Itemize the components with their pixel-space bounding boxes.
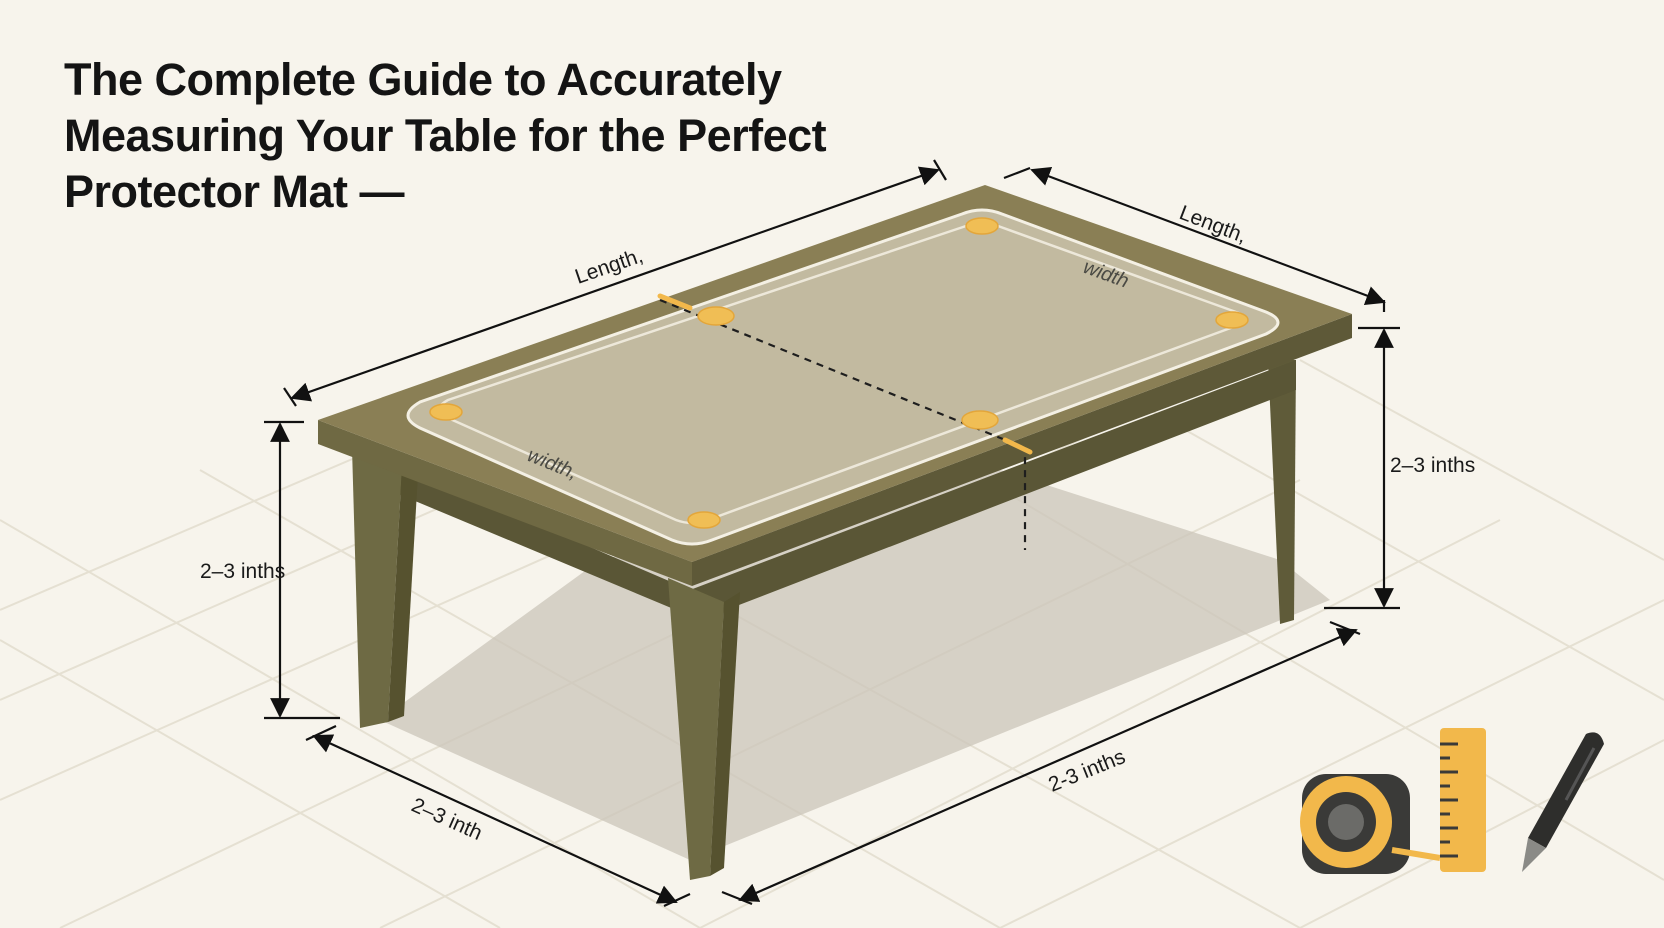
label-length-front: Length, bbox=[572, 244, 646, 289]
marker-top bbox=[965, 217, 999, 235]
floor-left-tick-start bbox=[305, 725, 337, 741]
length-tick-end bbox=[933, 159, 947, 181]
table-leg-front-left bbox=[352, 448, 402, 728]
marker-left bbox=[429, 403, 463, 421]
mat-outer-line bbox=[406, 208, 1280, 546]
marker-center-left bbox=[697, 306, 735, 326]
table-leg-front-center bbox=[668, 578, 724, 880]
floor-right-tick-end bbox=[1329, 620, 1361, 636]
label-height-right: 2–3 inths bbox=[1390, 454, 1475, 477]
ruler-icon bbox=[1440, 728, 1486, 872]
table-leg-back-right bbox=[1268, 360, 1296, 624]
label-height-left: 2–3 inths bbox=[200, 560, 285, 583]
table-leg-front-left-side bbox=[388, 466, 418, 722]
marker-center-right bbox=[961, 410, 999, 430]
table-apron-front bbox=[360, 360, 1296, 620]
length-tick-start bbox=[283, 387, 297, 407]
floor-arrow-right bbox=[738, 628, 1358, 902]
label-floor-left: 2–3 inth bbox=[408, 794, 486, 845]
label-floor-right: 2-3 inths bbox=[1045, 745, 1128, 796]
floor-right-tick-start bbox=[721, 890, 753, 906]
table-leg-front-center-side bbox=[710, 592, 740, 876]
floor-left-tick-end bbox=[663, 893, 691, 907]
page-title: The Complete Guide to Accurately Measuri… bbox=[64, 54, 827, 217]
floor-arrow-left bbox=[312, 734, 678, 904]
length-arrow-side bbox=[1030, 166, 1386, 306]
side-tick-start bbox=[1003, 166, 1031, 180]
label-length-side: Length, bbox=[1176, 201, 1250, 248]
tape-marker-right bbox=[1002, 437, 1033, 455]
table-top-edge-front bbox=[318, 420, 692, 586]
marker-bottom bbox=[687, 511, 721, 529]
marker-right bbox=[1215, 311, 1249, 329]
tape-measure-icon bbox=[1300, 774, 1441, 874]
length-arrow-front bbox=[290, 166, 940, 402]
pen-icon bbox=[1522, 732, 1604, 872]
